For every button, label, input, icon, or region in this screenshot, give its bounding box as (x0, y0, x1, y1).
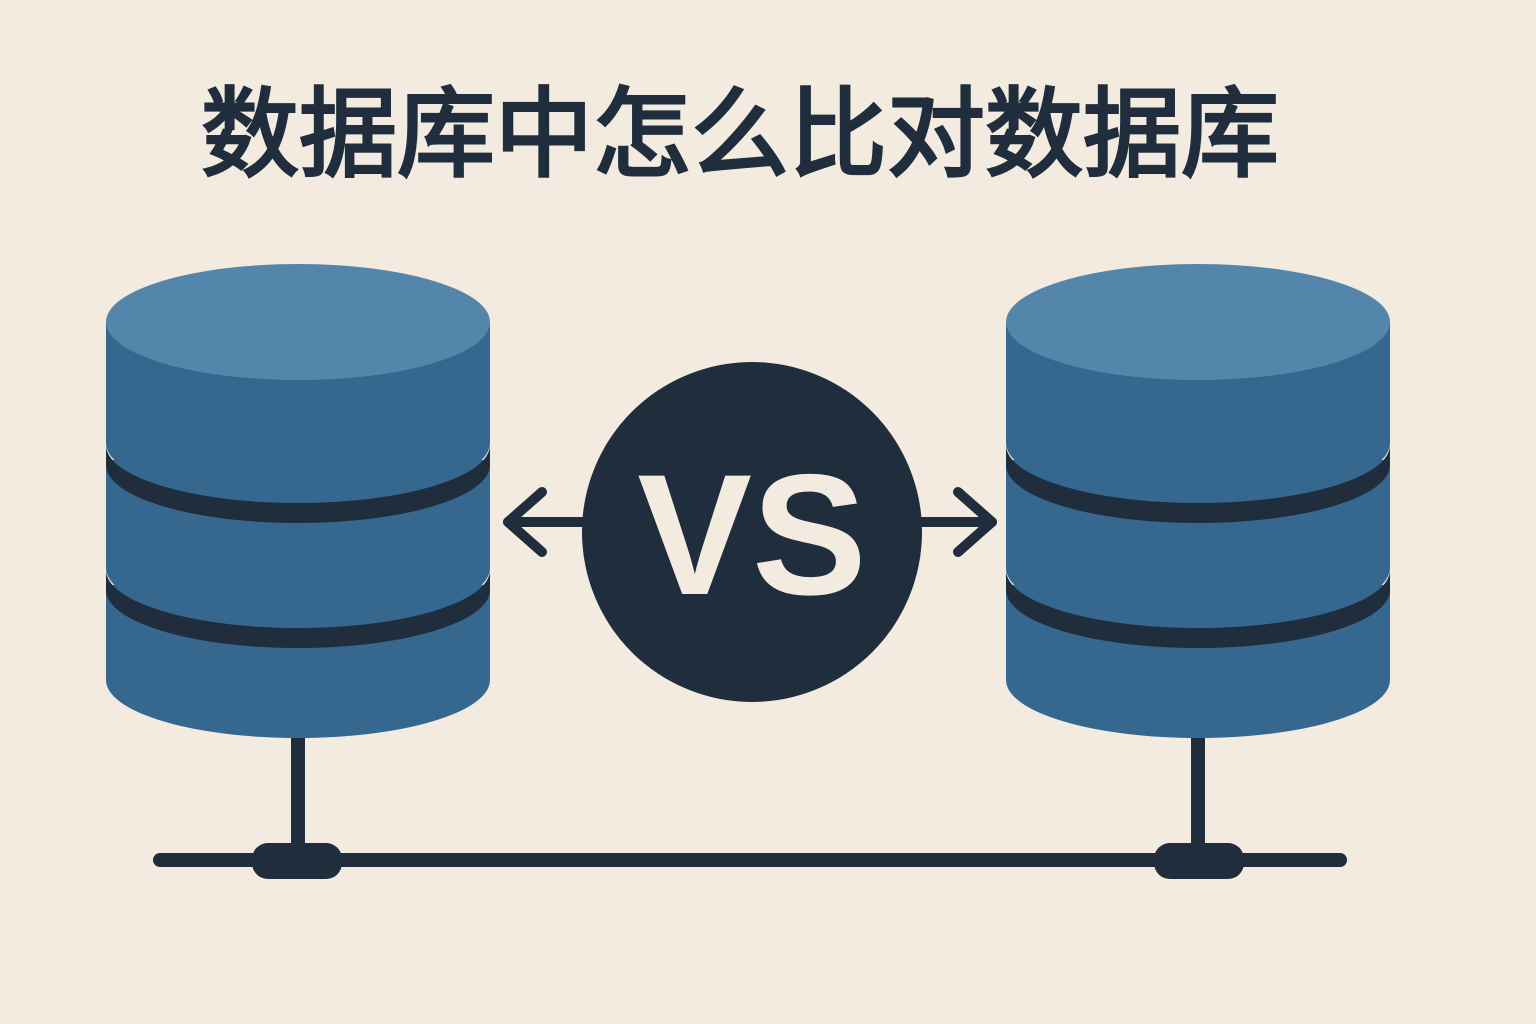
page-title: 数据库中怎么比对数据库 (200, 78, 1279, 192)
arrow-right-icon (905, 487, 997, 557)
network-line-icon (153, 730, 1347, 879)
left-database-icon (106, 264, 490, 738)
vs-badge: VS (582, 362, 922, 702)
vs-label: VS (637, 439, 866, 631)
right-database-icon (1006, 264, 1390, 738)
arrow-left-icon (503, 487, 595, 557)
